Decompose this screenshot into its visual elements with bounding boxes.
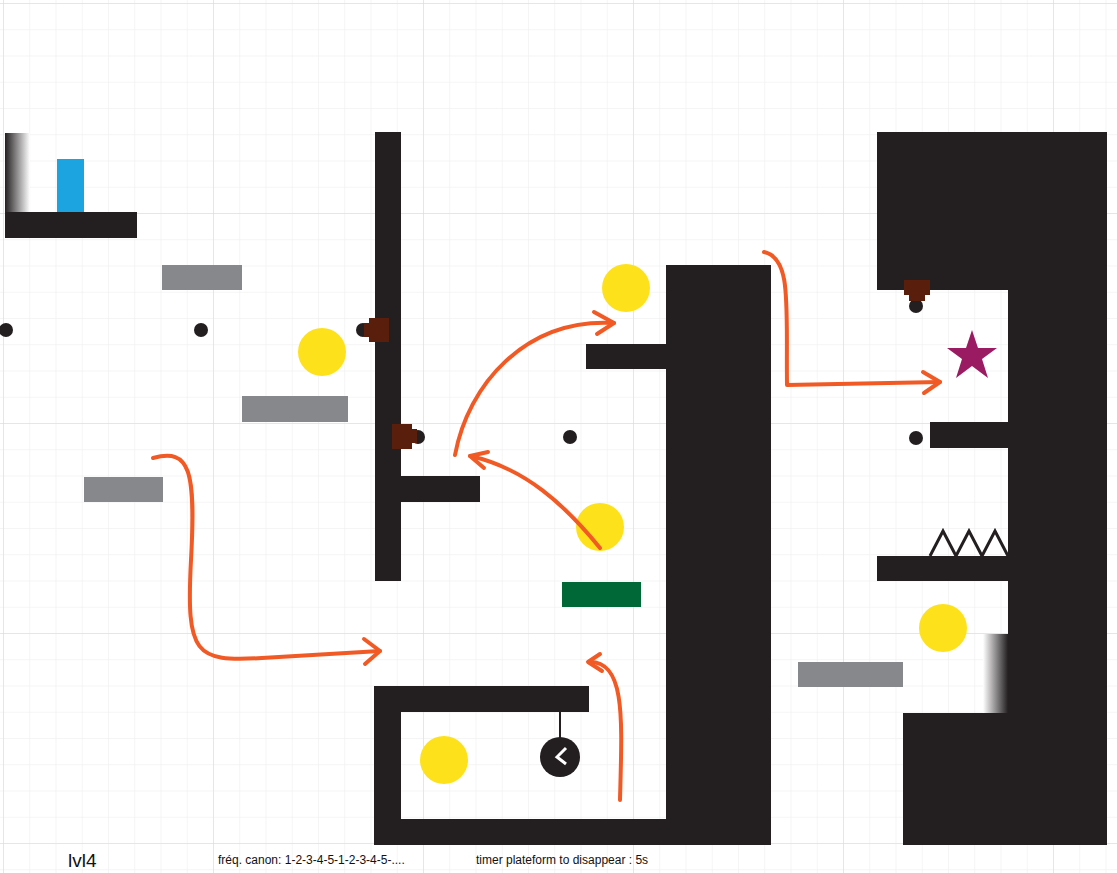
design-note: timer plateform to disappear : 5s	[476, 854, 648, 866]
level-name: lvl4	[68, 851, 97, 870]
design-note: fréq. canon: 1-2-3-4-5-1-2-3-4-5-....	[218, 854, 405, 866]
